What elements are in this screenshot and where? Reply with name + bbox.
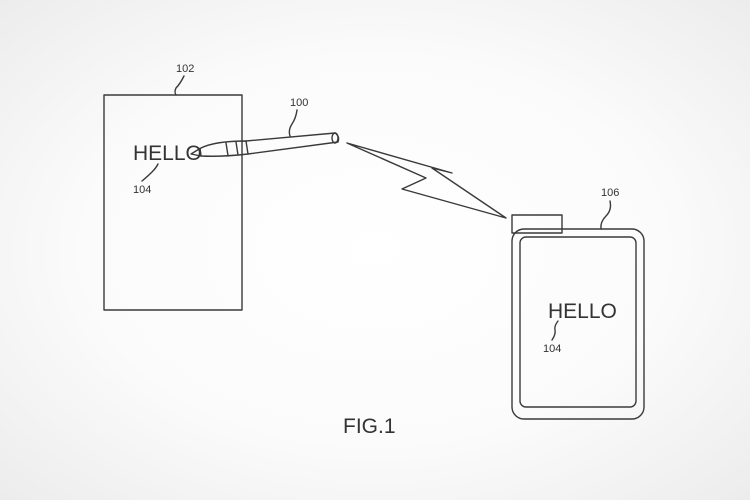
paper-text-ref-label: 104 bbox=[133, 163, 159, 196]
pen-ref-number: 100 bbox=[290, 97, 308, 109]
device-connector bbox=[511, 214, 563, 234]
device-ref-leader bbox=[600, 200, 612, 230]
pen-grip-line-2 bbox=[235, 141, 239, 156]
figure-caption: FIG.1 bbox=[343, 415, 396, 438]
pen-grip-line-1 bbox=[225, 142, 229, 157]
paper-text-ref-number: 104 bbox=[133, 184, 151, 196]
device-displayed-text: HELLO bbox=[548, 300, 617, 323]
device-ref-label: 106 bbox=[600, 187, 619, 230]
pen-cone bbox=[199, 140, 249, 157]
paper-written-text: HELLO bbox=[133, 142, 202, 165]
paper-ref-label: 102 bbox=[174, 63, 194, 96]
pen-ref-leader bbox=[288, 109, 298, 137]
pen-ref-label: 100 bbox=[288, 97, 308, 137]
paper-text-ref-leader bbox=[141, 163, 159, 182]
wireless-link-icon bbox=[346, 142, 507, 219]
device-screen bbox=[519, 236, 637, 408]
paper-ref-number: 102 bbox=[176, 63, 194, 75]
paper-outline bbox=[103, 94, 243, 311]
pen-cap-end bbox=[331, 132, 339, 144]
device-text-ref-number: 104 bbox=[543, 343, 561, 355]
device-ref-number: 106 bbox=[601, 187, 619, 199]
paper-ref-leader bbox=[174, 75, 185, 96]
paper-sheet: HELLO bbox=[103, 94, 243, 311]
device-text-ref-label: 104 bbox=[543, 320, 561, 355]
device-body bbox=[511, 228, 645, 420]
pen-barrel bbox=[245, 132, 340, 155]
wireless-bolt bbox=[346, 142, 507, 219]
device-text-ref-leader bbox=[551, 320, 559, 341]
computing-device: HELLO bbox=[511, 214, 645, 420]
smart-pen bbox=[190, 132, 340, 157]
